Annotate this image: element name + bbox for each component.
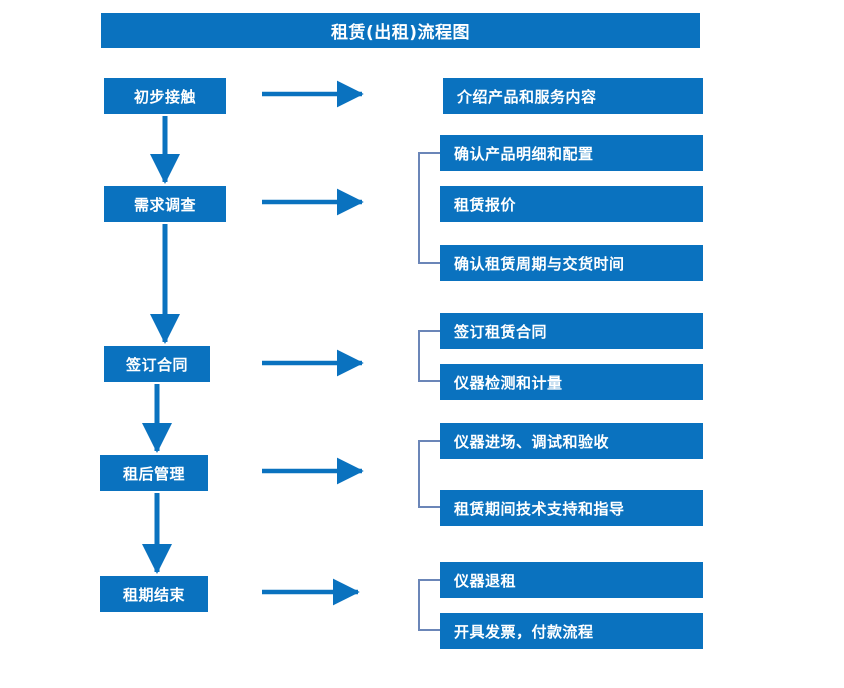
bracket-group-contract [418, 330, 440, 382]
page-title: 租赁(出租)流程图 [101, 13, 700, 48]
detail-node-4[interactable]: 确认租赁周期与交货时间 [440, 245, 703, 281]
stage-node-4[interactable]: 租后管理 [100, 455, 208, 491]
detail-node-1[interactable]: 介绍产品和服务内容 [443, 78, 703, 114]
detail-node-5[interactable]: 签订租赁合同 [440, 313, 703, 349]
detail-node-7[interactable]: 仪器进场、调试和验收 [440, 423, 703, 459]
detail-node-9[interactable]: 仪器退租 [440, 562, 703, 598]
detail-node-6[interactable]: 仪器检测和计量 [440, 364, 703, 400]
detail-node-10[interactable]: 开具发票，付款流程 [440, 613, 703, 649]
bracket-group-rental-end [418, 579, 440, 631]
stage-node-1[interactable]: 初步接触 [104, 78, 226, 114]
bracket-group-post-rental [418, 440, 440, 508]
detail-node-2[interactable]: 确认产品明细和配置 [440, 135, 703, 171]
stage-node-3[interactable]: 签订合同 [104, 346, 210, 382]
stage-node-2[interactable]: 需求调查 [104, 186, 226, 222]
detail-node-8[interactable]: 租赁期间技术支持和指导 [440, 490, 703, 526]
detail-node-3[interactable]: 租赁报价 [440, 186, 703, 222]
stage-node-5[interactable]: 租期结束 [100, 576, 208, 612]
bracket-group-requirements [418, 152, 440, 264]
